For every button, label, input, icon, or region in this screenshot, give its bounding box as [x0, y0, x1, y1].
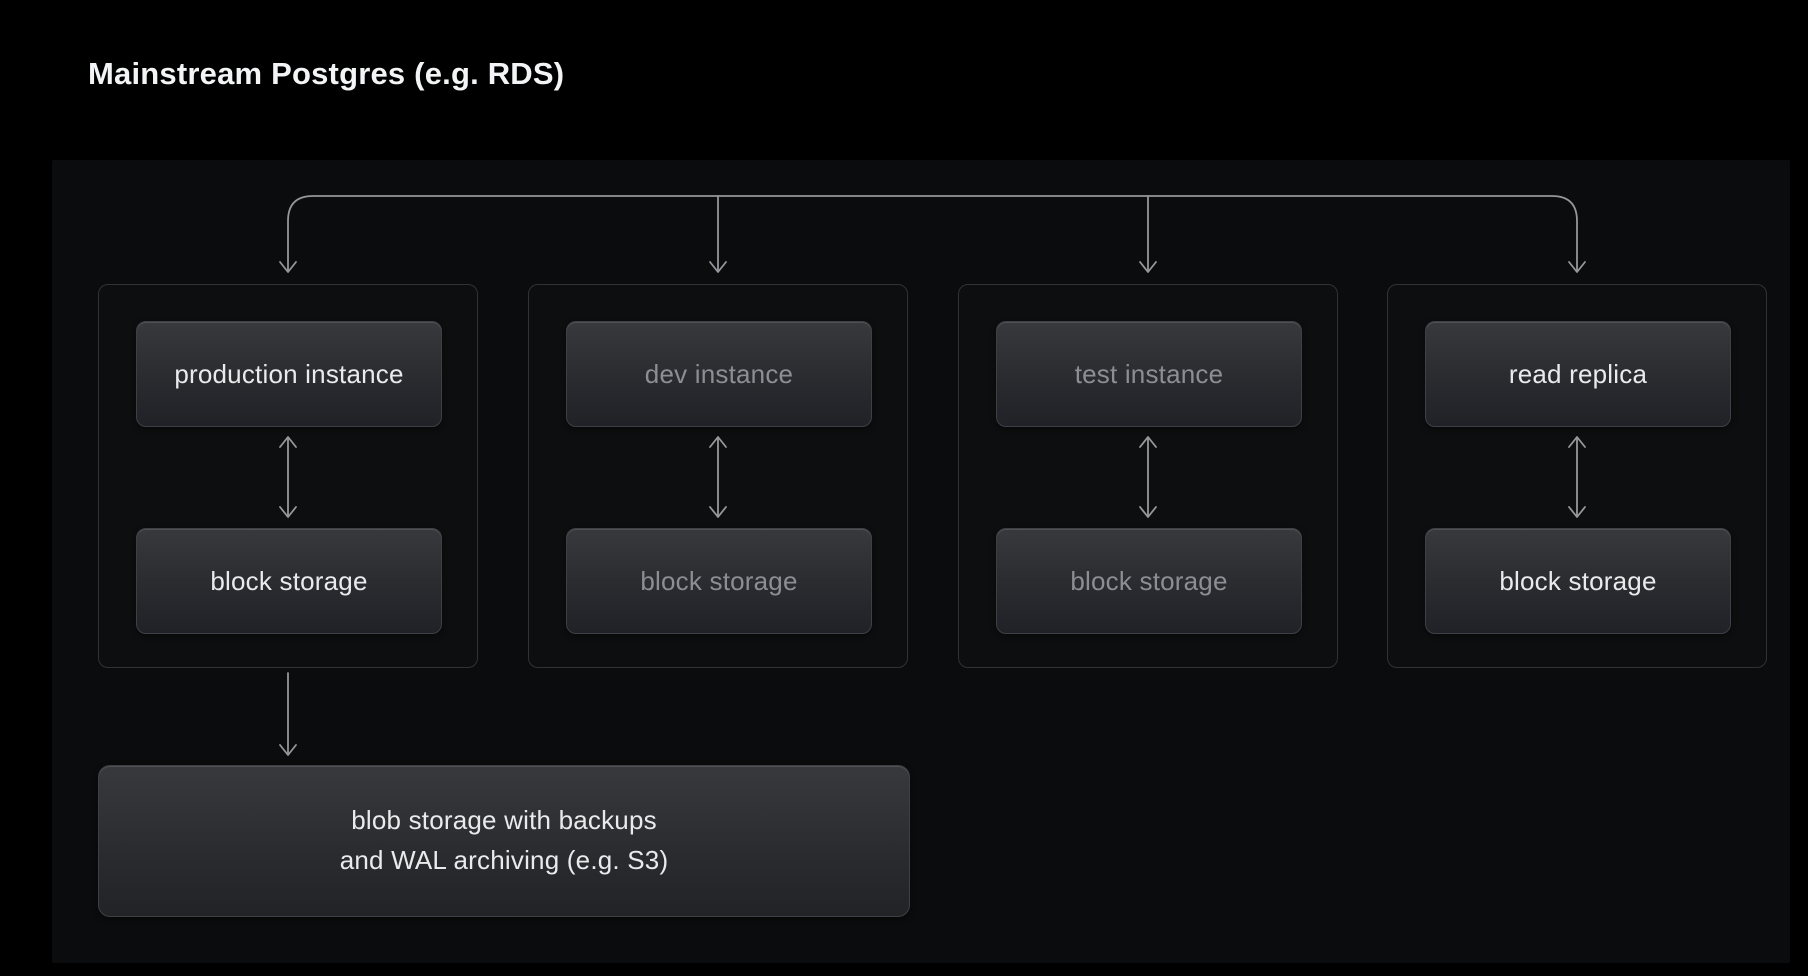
node-read-replica-block-storage: block storage — [1425, 528, 1731, 634]
group-read-replica: read replica block storage — [1387, 284, 1767, 668]
group-production: production instance block storage — [98, 284, 478, 668]
node-dev-instance: dev instance — [566, 321, 872, 427]
blob-storage-line1: blob storage with backups — [351, 805, 657, 836]
group-test: test instance block storage — [958, 284, 1338, 668]
node-production-block-storage: block storage — [136, 528, 442, 634]
node-test-instance: test instance — [996, 321, 1302, 427]
node-test-block-storage: block storage — [996, 528, 1302, 634]
node-dev-block-storage: block storage — [566, 528, 872, 634]
page-title: Mainstream Postgres (e.g. RDS) — [88, 56, 565, 91]
group-dev: dev instance block storage — [528, 284, 908, 668]
node-blob-storage: blob storage with backups and WAL archiv… — [98, 765, 910, 917]
node-read-replica: read replica — [1425, 321, 1731, 427]
node-production-instance: production instance — [136, 321, 442, 427]
blob-storage-line2: and WAL archiving (e.g. S3) — [339, 845, 669, 875]
